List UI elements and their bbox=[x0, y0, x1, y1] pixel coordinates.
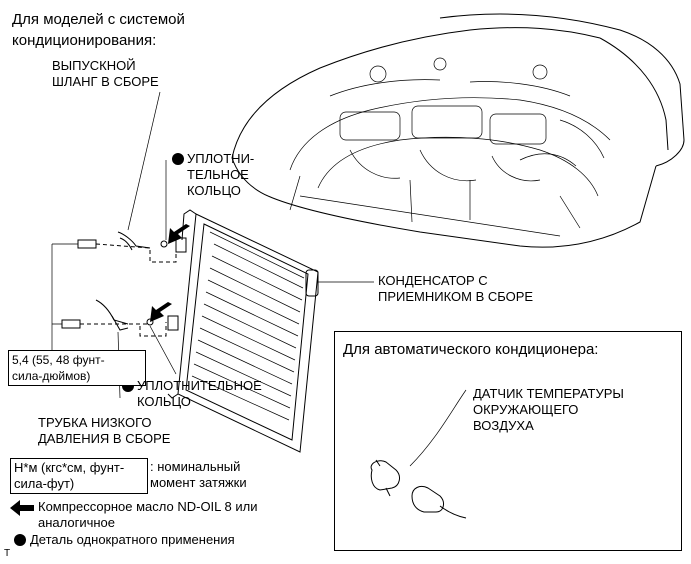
o-ring-top-label-3: КОЛЬЦО bbox=[187, 183, 241, 198]
torque-spec-box: 5,4 (55, 48 фунт- сила-дюймов) bbox=[8, 350, 146, 386]
footer-mark: T bbox=[4, 548, 11, 559]
low-pressure-pipe-label-2: ДАВЛЕНИЯ В СБОРЕ bbox=[38, 431, 171, 446]
engine-bay-illustration bbox=[231, 13, 685, 248]
legend-torque-unit-2: сила-фут) bbox=[14, 476, 75, 491]
legend-dot-icon bbox=[14, 534, 26, 546]
sensor-label-2: ОКРУЖАЮЩЕГО bbox=[473, 402, 579, 417]
legend-torque-unit-1: Н*м (кгс*см, фунт- bbox=[14, 460, 125, 475]
legend-oil-arrow-icon bbox=[10, 500, 34, 516]
leader-lines bbox=[51, 160, 374, 350]
discharge-hose-label-2: ШЛАНГ В СБОРЕ bbox=[52, 74, 159, 89]
legend-torque-box: Н*м (кгс*см, фунт- сила-фут) bbox=[10, 458, 148, 494]
condenser-illustration bbox=[167, 209, 319, 453]
heading-line-1: Для моделей с системой bbox=[12, 11, 185, 28]
o-ring-top-label-1: УПЛОТНИ- bbox=[187, 151, 255, 166]
o-ring-top-label-2: ТЕЛЬНОЕ bbox=[187, 167, 249, 182]
heading-line-2: кондиционирования: bbox=[12, 32, 157, 49]
oil-arrow-icons bbox=[150, 224, 190, 322]
sensor-label-1: ДАТЧИК ТЕМПЕРАТУРЫ bbox=[473, 386, 624, 401]
legend-oil-1: Компрессорное масло ND-OIL 8 или bbox=[38, 499, 258, 514]
discharge-hose-illustration bbox=[77, 91, 187, 263]
low-pressure-pipe-label-1: ТРУБКА НИЗКОГО bbox=[38, 415, 152, 430]
legend-torque-desc-2: момент затяжки bbox=[150, 475, 247, 490]
o-ring-top-dot-icon bbox=[172, 153, 184, 165]
ambient-temp-sensor-illustration bbox=[370, 389, 467, 519]
o-ring-bottom-label-1: УПЛОТНИТЕЛЬНОЕ bbox=[137, 378, 262, 393]
auto-ac-panel-title: Для автоматического кондиционера: bbox=[343, 341, 599, 358]
legend-torque-desc-1: : номинальный bbox=[150, 459, 241, 474]
discharge-hose-label-1: ВЫПУСКНОЙ bbox=[52, 58, 136, 73]
condenser-label-2: ПРИЕМНИКОМ В СБОРЕ bbox=[378, 289, 534, 304]
sensor-label-3: ВОЗДУХА bbox=[473, 418, 534, 433]
condenser-label-1: КОНДЕНСАТОР С bbox=[378, 273, 488, 288]
legend-oil-2: аналогичное bbox=[38, 515, 116, 530]
low-pressure-pipe-illustration bbox=[61, 299, 179, 399]
torque-spec-line-2: сила-дюймов) bbox=[12, 369, 91, 383]
torque-spec-line-1: 5,4 (55, 48 фунт- bbox=[12, 353, 105, 367]
legend-non-reusable: Деталь однократного применения bbox=[30, 532, 235, 547]
auto-ac-panel: Для автоматического кондиционера: ДАТЧИК… bbox=[334, 331, 682, 551]
o-ring-bottom-label-2: КОЛЬЦО bbox=[137, 394, 191, 409]
